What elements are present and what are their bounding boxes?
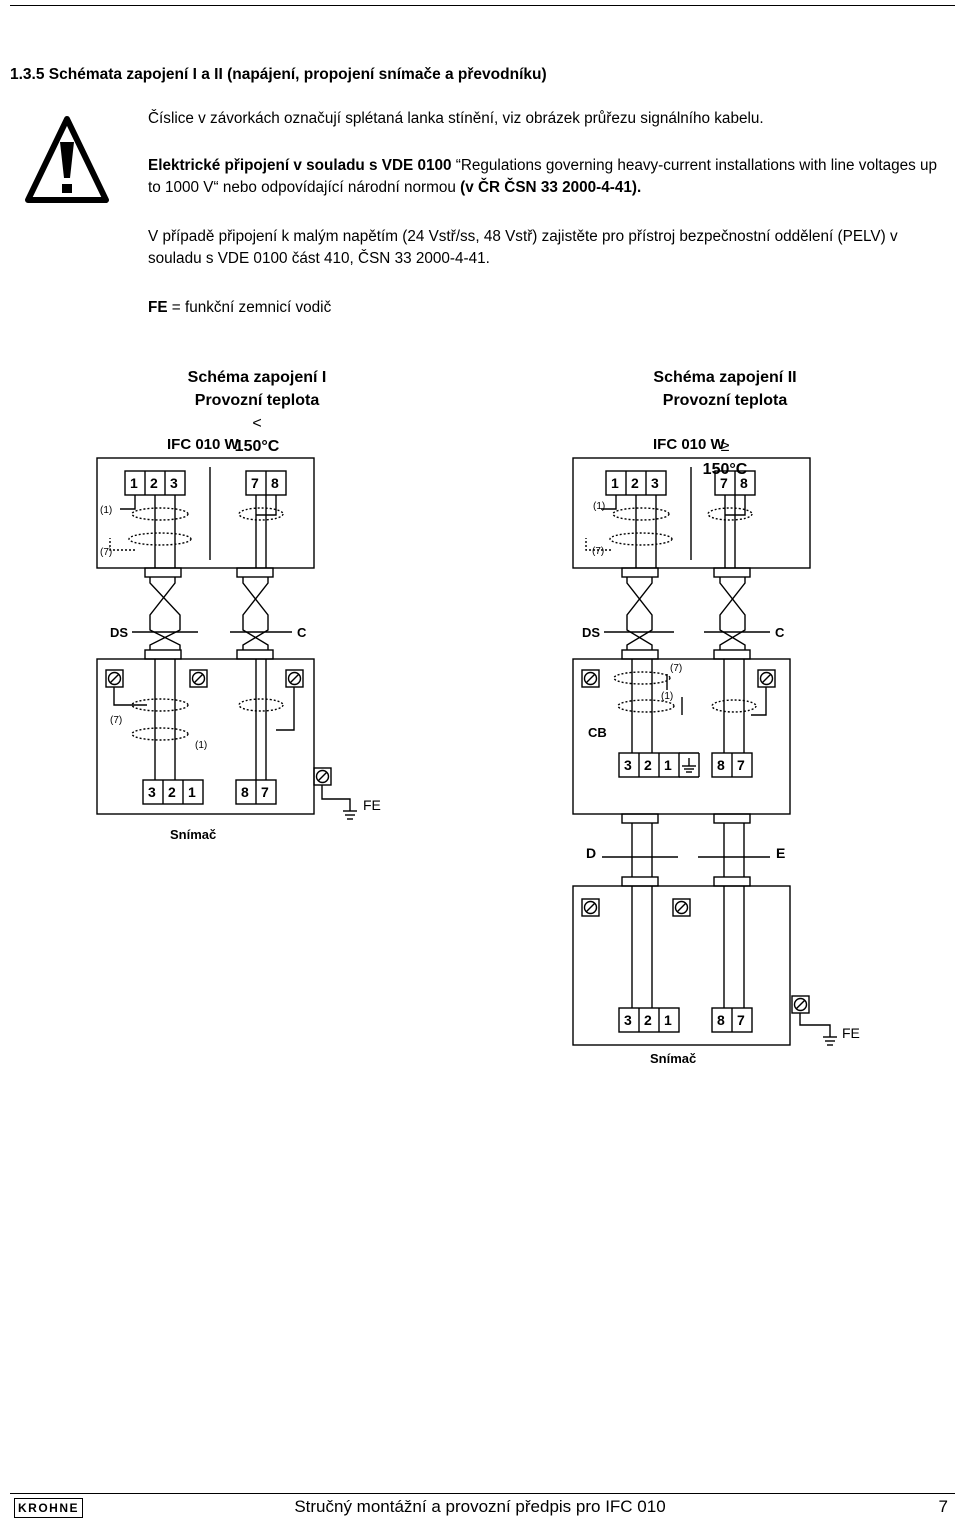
schema1-sb-3: 3: [148, 784, 156, 800]
top-rule: [10, 5, 955, 6]
krohne-logo: KROHNE: [14, 1498, 83, 1518]
schema1-cable-c: C: [297, 625, 307, 640]
schema1-sb-8: 8: [241, 784, 249, 800]
schema1-diagram: IFC 010 W DS C: [96, 436, 381, 842]
csn-reference: (v ČR ČSN 33 2000-4-41).: [460, 179, 642, 196]
schema2-t-1: 1: [611, 475, 619, 491]
schema2-sensor-terminals-321: [618, 1007, 680, 1033]
schema1-shield-1: (1): [100, 505, 112, 516]
schema1-sensor-shield-7: (7): [110, 715, 122, 726]
schema2-cb-label: CB: [588, 725, 607, 740]
schema1-t-7: 7: [251, 475, 259, 491]
warning-icon: [25, 116, 109, 203]
schema2-temp: Provozní teplota ≥ 150°C: [662, 392, 788, 478]
schema1-converter-box: [96, 457, 315, 569]
schema2-cb-7: 7: [737, 757, 745, 773]
schema2-sb-7: 7: [737, 1012, 745, 1028]
intro-line-2: Elektrické připojení v souladu s VDE 010…: [148, 155, 943, 199]
schema1-temp: Provozní teplota < 150°C: [194, 392, 320, 455]
schema2-converter-box: [572, 457, 811, 569]
intro-line-1: Číslice v závorkách označují splétaná la…: [148, 110, 764, 127]
schema1-sb-2: 2: [168, 784, 176, 800]
schema2-diagram: IFC 010 W DS C: [572, 436, 860, 1066]
vde-description: “Regulations governing heavy-current ins…: [148, 157, 938, 196]
schema2-converter-label: IFC 010 W: [653, 436, 726, 453]
schema2-shield-7: (7): [592, 546, 604, 557]
intro-line-3: V případě připojení k malým napětím (24 …: [148, 228, 898, 267]
section-heading: 1.3.5 Schémata zapojení I a II (napájení…: [10, 66, 547, 83]
schema2-cb-terminals-321: [618, 752, 680, 778]
schema2-cb-8: 8: [717, 757, 725, 773]
footer-title: Stručný montážní a provozní předpis pro …: [294, 1497, 666, 1516]
schema1-t-3: 3: [170, 475, 178, 491]
schema1-t-8: 8: [271, 475, 279, 491]
schema1-title: Schéma zapojení I: [187, 369, 327, 386]
schema1-fe: FE: [363, 797, 381, 813]
schema2-sb-2: 2: [644, 1012, 652, 1028]
schema2-t-7: 7: [720, 475, 728, 491]
vde-reference: Elektrické připojení v souladu s VDE 010…: [148, 157, 452, 174]
schema1-sensor-shield-1: (1): [195, 740, 207, 751]
schema2-cable-d: D: [586, 845, 596, 861]
schema2-sensor-label: Snímač: [650, 1051, 696, 1066]
schema2-title-block: Schéma zapojení II Provozní teplota ≥ 15…: [580, 366, 870, 481]
schema2-sensor-box: [572, 885, 791, 1046]
schema2-t-2: 2: [631, 475, 639, 491]
schema2-cb-2: 2: [644, 757, 652, 773]
fe-definition: FE = funkční zemnicí vodič: [148, 297, 943, 319]
schema2-shield-1: (1): [593, 501, 605, 512]
schema1-sensor-label: Snímač: [170, 827, 216, 842]
schema2-cb-box: [572, 658, 791, 815]
schema1-title-block: Schéma zapojení I Provozní teplota < 150…: [112, 366, 402, 458]
schema1-sb-7: 7: [261, 784, 269, 800]
schema1-t-2: 2: [150, 475, 158, 491]
schema1-sensor-box: [96, 658, 315, 815]
schema2-cb-1: 1: [664, 757, 672, 773]
schema2-fe: FE: [842, 1025, 860, 1041]
schema2-cable-e: E: [776, 845, 785, 861]
schema2-t-3: 3: [651, 475, 659, 491]
schema2-cb-shield-7: (7): [670, 663, 682, 674]
schema2-title: Schéma zapojení II: [653, 369, 797, 386]
schema1-t-1: 1: [130, 475, 138, 491]
schema2-sb-8: 8: [717, 1012, 725, 1028]
schema2-cb-3: 3: [624, 757, 632, 773]
fe-text: = funkční zemnicí vodič: [167, 299, 332, 316]
schema2-cable-c: C: [775, 625, 785, 640]
schema2-cb-shield-1: (1): [661, 691, 673, 702]
schema2-t-8: 8: [740, 475, 748, 491]
schema2-sb-3: 3: [624, 1012, 632, 1028]
schema1-converter-label: IFC 010 W: [167, 436, 240, 453]
schema2-sb-1: 1: [664, 1012, 672, 1028]
page-number: 7: [938, 1497, 948, 1516]
schema1-cable-ds: DS: [110, 625, 128, 640]
schema2-cable-ds: DS: [582, 625, 600, 640]
schema1-sb-1: 1: [188, 784, 196, 800]
fe-abbrev: FE: [148, 299, 168, 316]
schema1-sensor-terminals-321: [142, 779, 204, 805]
schema1-shield-7: (7): [100, 547, 112, 558]
footer-rule: [10, 1493, 955, 1494]
